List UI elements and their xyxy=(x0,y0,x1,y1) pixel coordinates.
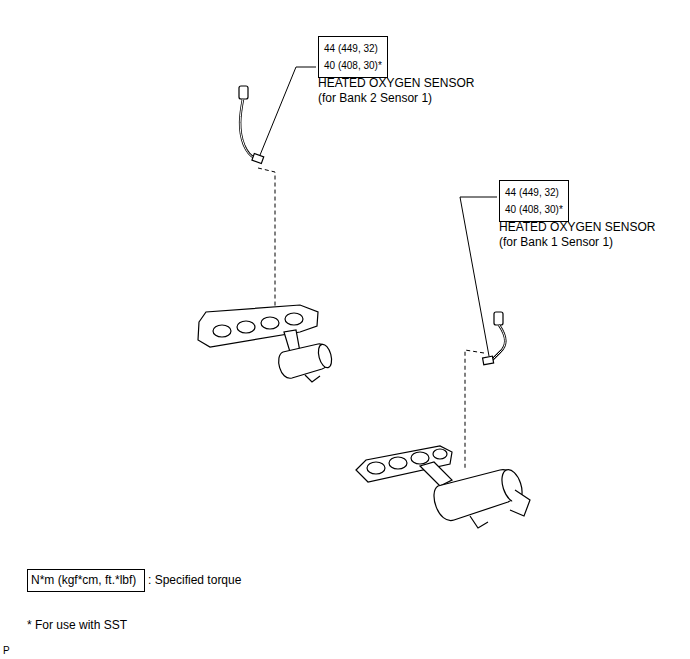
torque-value: 40 (408, 30)* xyxy=(505,201,563,218)
oxygen-sensor xyxy=(483,312,506,365)
oxygen-sensor xyxy=(239,86,264,163)
exhaust-manifold xyxy=(356,446,530,528)
torque-value: 44 (449, 32) xyxy=(505,184,563,201)
install-line xyxy=(465,350,484,468)
part-label: HEATED OXYGEN SENSOR xyxy=(499,220,655,234)
torque-value: 44 (449, 32) xyxy=(324,40,382,57)
install-line xyxy=(258,168,275,330)
torque-value: N*m (kgf*cm, ft.*lbf) xyxy=(31,573,141,588)
part-label: (for Bank 2 Sensor 1) xyxy=(318,91,432,105)
exhaust-manifold xyxy=(198,305,334,382)
torque-box: N*m (kgf*cm, ft.*lbf) xyxy=(27,569,145,592)
torque-box: 44 (449, 32)40 (408, 30)* xyxy=(318,36,388,78)
leader-line xyxy=(460,197,497,356)
torque-value: 40 (408, 30)* xyxy=(324,57,382,74)
leader-line xyxy=(258,67,316,160)
part-label: HEATED OXYGEN SENSOR xyxy=(318,76,474,90)
part-label: : Specified torque xyxy=(148,573,241,587)
part-label: P xyxy=(3,645,10,656)
part-label: (for Bank 1 Sensor 1) xyxy=(499,235,613,249)
part-label: * For use with SST xyxy=(27,618,127,632)
torque-box: 44 (449, 32)40 (408, 30)* xyxy=(499,180,569,222)
